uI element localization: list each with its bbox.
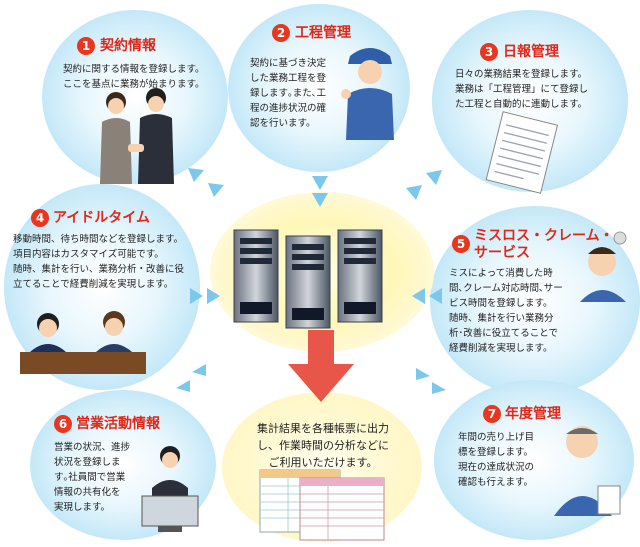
chevron-1b	[208, 183, 224, 197]
report-sheets-icon	[259, 469, 385, 541]
title-process: 工程管理	[295, 25, 351, 41]
document-icon	[485, 111, 559, 194]
bubble-process	[228, 4, 410, 172]
number-badge-3: 3	[480, 43, 498, 61]
chevron-3b	[406, 185, 422, 200]
title-contract: 契約情報	[100, 38, 156, 54]
desc-contract: 契約に関する情報を登録します。ここを基点に業務が始まります。	[63, 64, 205, 90]
number-badge-5: 5	[452, 235, 470, 253]
server-icon	[233, 229, 383, 329]
chevron-7a	[416, 368, 430, 380]
chevron-4a	[190, 288, 203, 304]
desc-yearly: 年間の売り上げ目標を登録します。現在の達成状況の確認も行えます。	[458, 432, 535, 488]
handshake-people-icon	[100, 88, 174, 184]
title-miss-2: サービス	[474, 245, 530, 261]
title-daily: 日報管理	[503, 44, 559, 60]
title-sales: 営業活動情報	[76, 416, 160, 432]
computer-user-icon	[141, 446, 199, 532]
down-arrow-icon	[288, 330, 354, 402]
chevron-5b	[412, 288, 425, 304]
chevron-5a	[429, 288, 442, 304]
center-description: 集計結果を各種帳票に出力し、作業時間の分析などにご利用いただけます。	[257, 422, 389, 469]
title-miss: ミスロス・クレーム・	[474, 228, 614, 244]
number-badge-4: 4	[31, 209, 49, 227]
desc-idle: 移動時間、待ち時間などを登録します。項目内容はカスタマイズ可能です。随時、集計を…	[13, 234, 185, 290]
number-badge-6: 6	[54, 415, 72, 433]
chevron-2b	[312, 193, 328, 207]
desc-sales: 営業の状況、進捗状況を登録します｡社員間で営業情報の共有化を実現します。	[54, 442, 131, 513]
meeting-people-icon	[20, 311, 146, 374]
manager-icon	[554, 426, 621, 516]
chevron-1a	[188, 168, 204, 182]
chevron-2a	[312, 176, 328, 190]
title-idle: アイドルタイム	[53, 210, 151, 226]
title-yearly: 年度管理	[505, 406, 561, 422]
desc-miss: ミスによって消費した時間､クレーム対応時間､サービス時間を登録します。随時、集計…	[449, 268, 563, 354]
chevron-6a	[192, 364, 206, 376]
troubled-man-icon	[580, 231, 627, 302]
number-badge-2: 2	[272, 24, 290, 42]
desc-process: 契約に基づき決定した業務工程を登録します｡また､工程の進捗状況の確認を行います。	[250, 58, 327, 129]
chevron-6b	[176, 380, 190, 392]
number-badge-1: 1	[77, 37, 95, 55]
chevron-3a	[426, 170, 442, 185]
number-badge-7: 7	[483, 405, 501, 423]
chevron-4b	[207, 288, 220, 304]
bubble-contract	[42, 10, 228, 184]
worker-icon	[341, 48, 394, 140]
chevron-7b	[432, 382, 446, 394]
desc-daily: 日々の業務結果を登録します。業務は「工程管理」にて登録した工程と自動的に連動しま…	[455, 69, 589, 110]
